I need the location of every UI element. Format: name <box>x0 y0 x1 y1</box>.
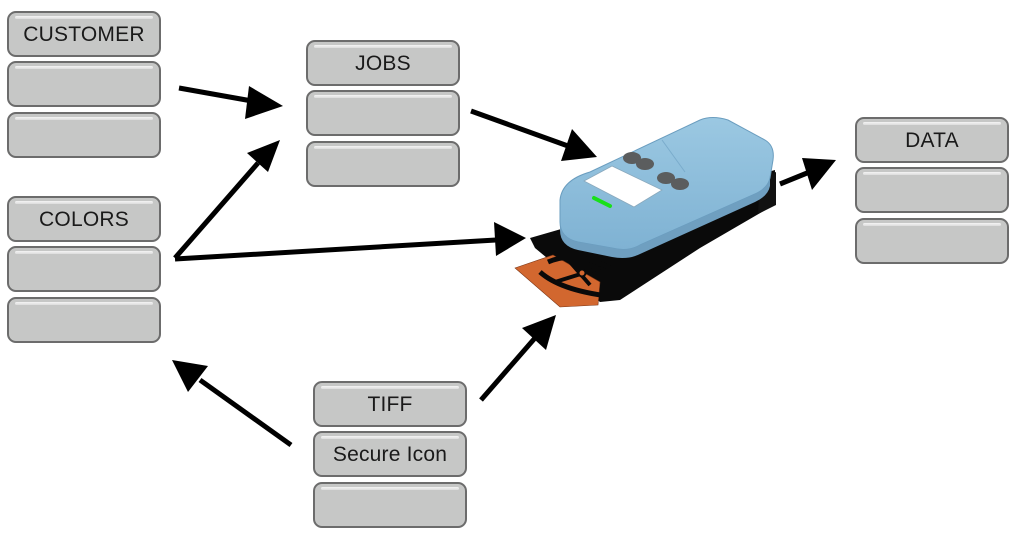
status-indicator-icon <box>592 196 612 208</box>
device-button[interactable] <box>657 172 675 184</box>
stack-label: COLORS <box>39 208 129 231</box>
sample-frame <box>538 270 609 299</box>
spectrophotometer-device[interactable] <box>514 117 776 308</box>
stack-label: DATA <box>905 129 959 152</box>
arrowhead-icon <box>561 129 597 161</box>
sample-frame <box>546 254 612 271</box>
stack-cell[interactable] <box>7 61 161 107</box>
arrowhead-icon <box>522 315 556 350</box>
stack-cell-text: Secure Icon <box>332 443 448 466</box>
stack-cell[interactable] <box>855 218 1009 264</box>
stack-cell-header[interactable]: CUSTOMER <box>7 11 161 57</box>
stack-cell[interactable] <box>7 297 161 343</box>
arrowhead-icon <box>494 222 526 256</box>
stack-cell[interactable] <box>7 112 161 158</box>
stack-cell[interactable] <box>306 90 460 136</box>
stack-label: CUSTOMER <box>23 23 145 46</box>
arrowhead-icon <box>172 360 208 392</box>
edge-jobs-to-device <box>470 108 597 161</box>
stack-cell[interactable] <box>313 482 467 528</box>
edge-colors-to-jobs <box>173 140 280 260</box>
edge-colors-to-device <box>174 222 526 262</box>
device-screen <box>583 165 663 208</box>
device-body-side <box>560 178 770 258</box>
stack-cell-header[interactable]: COLORS <box>7 196 161 242</box>
edge-tiff-to-device <box>479 315 556 402</box>
stack-cell-header[interactable]: DATA <box>855 117 1009 163</box>
stack-label: JOBS <box>355 52 411 75</box>
sample-frame <box>554 266 601 284</box>
arrowhead-icon <box>802 158 836 190</box>
device-seam <box>661 139 686 173</box>
device-button[interactable] <box>623 152 641 164</box>
stack-cell-header[interactable]: JOBS <box>306 40 460 86</box>
device-button[interactable] <box>671 178 689 190</box>
edge-customer-to-jobs <box>178 85 283 119</box>
stack-cell[interactable] <box>7 246 161 292</box>
edge-device-to-data <box>779 158 836 190</box>
stack-label: TIFF <box>367 393 413 416</box>
stack-cell[interactable] <box>855 167 1009 213</box>
device-button[interactable] <box>636 158 654 170</box>
stack-cell[interactable]: Secure Icon <box>313 431 467 477</box>
edge-tiff-to-colors <box>172 360 293 448</box>
stack-cell[interactable] <box>306 141 460 187</box>
sample-pivot <box>577 268 587 278</box>
arrowhead-icon <box>245 86 283 119</box>
stack-cell-header[interactable]: TIFF <box>313 381 467 427</box>
arrowhead-icon <box>247 140 280 172</box>
